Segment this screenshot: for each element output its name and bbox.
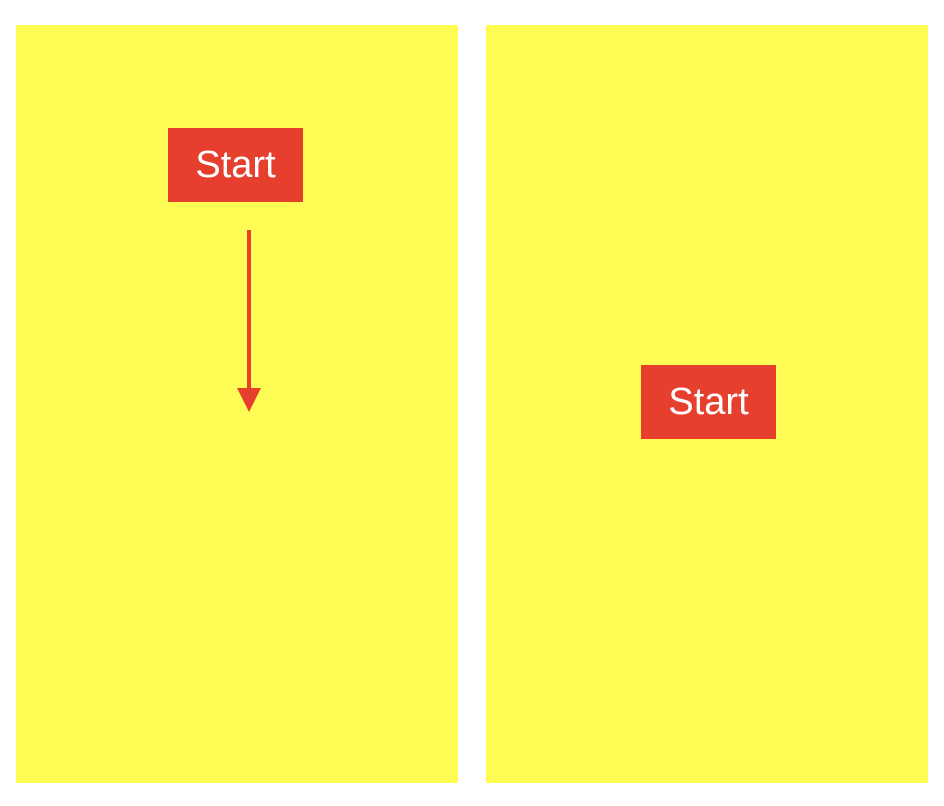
screen-before: Start xyxy=(16,25,458,783)
start-button[interactable]: Start xyxy=(641,365,776,439)
start-button[interactable]: Start xyxy=(168,128,303,202)
arrow-head xyxy=(237,388,261,412)
arrow-down-icon xyxy=(237,230,261,412)
screen-after: Start xyxy=(486,25,928,783)
